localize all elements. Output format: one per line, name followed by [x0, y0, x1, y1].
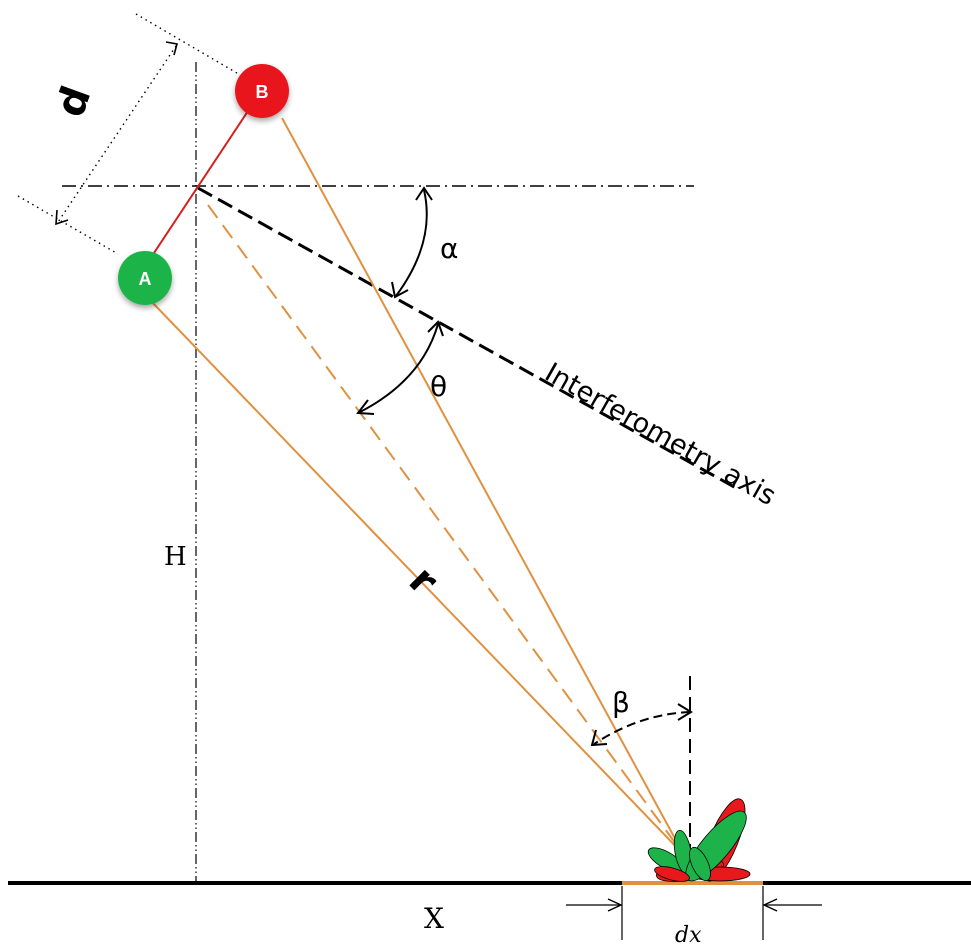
baseline-extension-bottom [17, 195, 119, 255]
baseline-extension-top [135, 13, 243, 77]
ground-distance-label: X [424, 902, 444, 935]
baseline-label: d [47, 80, 100, 123]
cell-width-label: dx [675, 923, 702, 944]
dx-arrow-left-head [607, 898, 623, 912]
alpha-label: α [440, 232, 458, 265]
beta-angle-arc [593, 711, 691, 745]
scatterer-target [647, 798, 751, 882]
baseline-dimension-arrow-top [165, 41, 179, 56]
theta-arrow-head-bottom [356, 399, 375, 415]
baseline-dimension-line [57, 45, 177, 223]
range-ray-mid [207, 204, 685, 856]
interferometry-axis-line [197, 186, 737, 490]
axis-label: Interferometry axis [540, 357, 781, 512]
beta-label: β [612, 686, 630, 719]
baseline-dimension-arrow-bottom [55, 209, 69, 226]
antenna-a-node [118, 251, 172, 305]
height-label: H [164, 542, 187, 572]
alpha-angle-arc [395, 189, 428, 297]
beta-arrow-head-left [590, 729, 608, 747]
antenna-b-node [235, 64, 289, 118]
beta-arrow-head-right [677, 703, 693, 721]
range-label: r [400, 558, 447, 605]
antenna-b-label: B [256, 82, 269, 102]
theta-label: θ [430, 370, 447, 403]
theta-arrow-head-top [427, 320, 444, 337]
alpha-arrow-head-bottom [391, 281, 409, 299]
range-ray-b [281, 117, 685, 856]
alpha-arrow-head-top [415, 186, 433, 201]
theta-angle-arc [359, 323, 439, 413]
antenna-a-label: A [139, 269, 152, 289]
baseline-line [147, 107, 251, 263]
dx-arrow-right-head [762, 898, 778, 912]
range-ray-a [149, 299, 685, 856]
